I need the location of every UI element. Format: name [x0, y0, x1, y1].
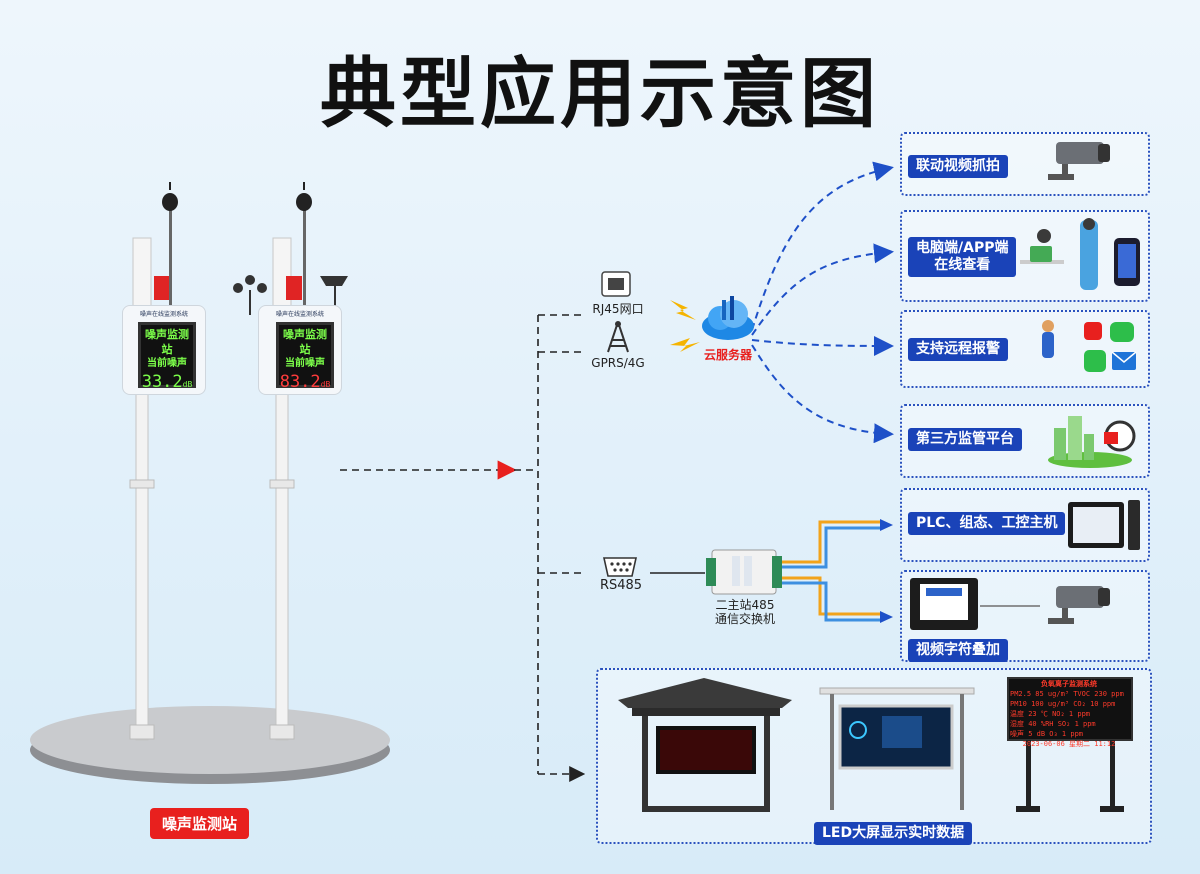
signal-bolt-icon: [670, 300, 696, 320]
rs485-label: RS485: [599, 578, 643, 593]
outdoor-led-sign: [1007, 677, 1133, 812]
right-monitor-value: 83.2: [279, 372, 321, 392]
remote-alarm-label: 支持远程报警: [908, 338, 1008, 361]
led-display-label: LED大屏显示实时数据: [814, 822, 973, 845]
video-overlay-label: 视频字符叠加: [908, 639, 1008, 662]
pc-app-label-line2: 在线查看: [934, 257, 991, 273]
right-monitor-header: 噪声在线监测系统: [275, 311, 324, 318]
cloud-to-video-curve: [751, 161, 894, 331]
plc-label: PLC、组态、工控主机: [908, 512, 1066, 535]
right-monitor-display: 噪声监测站 当前噪声 83.2dB: [276, 322, 334, 392]
camera-icon: [1048, 586, 1110, 624]
led-board-row: PM2.5 85 ug/m³ TVOC 230 ppm: [1010, 690, 1124, 698]
alarm-channels-icon: [1042, 320, 1137, 372]
led-board-row: 湿度 40 %RH SO₂ 1 ppm: [1010, 720, 1096, 728]
led-board-row: 温度 23 ℃ NO₂ 1 ppm: [1010, 710, 1091, 718]
left-monitor-unit: dB: [182, 380, 193, 389]
industrial-monitor-icon: [1068, 500, 1140, 550]
video-capture-box: [900, 132, 1150, 196]
pc-app-box: [900, 210, 1150, 302]
gprs-label: GPRS/4G: [591, 356, 645, 370]
monitor-led-screen: [819, 687, 975, 810]
left-monitor-line1: 噪声监测站: [145, 328, 189, 356]
rj45-label: RJ45网口: [592, 302, 644, 316]
left-monitor-line2: 当前噪声: [147, 358, 187, 369]
pc-app-label-line1: 电脑端/APP端: [916, 240, 1009, 256]
rs485-port-icon: [603, 557, 637, 577]
cloud-server-icon: [702, 296, 754, 340]
right-monitor-unit: dB: [320, 380, 331, 389]
page-title: 典型应用示意图: [320, 49, 880, 138]
video-capture-label: 联动视频抓拍: [908, 155, 1008, 178]
switch-label-line1: 二主站485: [715, 598, 775, 612]
cloud-to-alarm-curve: [751, 335, 894, 356]
left-monitor-display: 噪声监测站 当前噪声 33.2dB: [138, 322, 196, 392]
led-board-title: 负氧离子监测系统: [1041, 680, 1097, 688]
led-board-row: 噪声 5 dB O₃ 1 ppm: [1010, 730, 1084, 738]
led-board-date: 2023-06-06 星期二 11:12: [1022, 740, 1116, 748]
pavilion-led-screen: [618, 678, 792, 812]
city-supervision-icon: [1048, 416, 1136, 468]
cloud-to-app-curve: [751, 243, 894, 336]
left-monitor-header: 噪声在线监测系统: [139, 311, 188, 318]
noise-station-illustration: [30, 182, 390, 784]
right-monitor-line1: 噪声监测站: [283, 328, 327, 356]
camera-icon: [1048, 142, 1110, 180]
left-monitor-value: 33.2: [141, 372, 183, 392]
switch-label-line2: 通信交换机: [714, 612, 775, 626]
pc-and-phone-users-icon: [1020, 218, 1140, 290]
third-party-label: 第三方监管平台: [908, 428, 1022, 451]
rs485-switch-device: [706, 549, 782, 595]
station-label: 噪声监测站: [150, 808, 250, 839]
rj45-port-icon: [601, 271, 631, 297]
right-monitor-line2: 当前噪声: [285, 358, 325, 369]
cell-tower-icon: [607, 321, 629, 353]
overlay-device-icon: [910, 578, 978, 630]
cloud-server-label: 云服务器: [703, 348, 752, 362]
cloud-to-platform-curve: [751, 344, 894, 444]
led-board-row: PM10 100 ug/m³ CO₂ 10 ppm: [1010, 700, 1116, 708]
signal-bolt-icon: [670, 338, 700, 352]
